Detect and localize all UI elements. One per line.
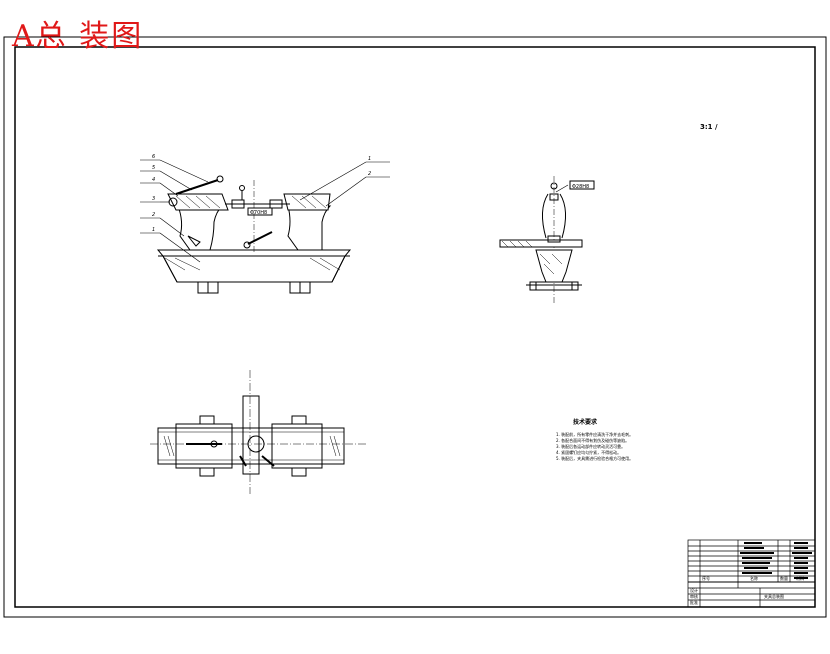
- svg-text:夹具总装图: 夹具总装图: [764, 593, 784, 599]
- leader-numbers-right: 1 2: [368, 156, 371, 177]
- svg-text:4. 紧固螺钉应均匀拧紧，不得松动。: 4. 紧固螺钉应均匀拧紧，不得松动。: [556, 449, 621, 455]
- title-block: [687, 539, 816, 608]
- inner-frame: [14, 46, 816, 608]
- title-block-text: 序号 名称 数量 材料 设计 审核 批准 夹具总装图: [690, 575, 804, 605]
- v-block-left: [177, 205, 224, 251]
- front-view: [156, 175, 352, 294]
- svg-text:2: 2: [152, 212, 155, 218]
- v-block-right: [287, 205, 332, 251]
- svg-text:审核: 审核: [690, 593, 698, 599]
- tolerance-box-right: [569, 180, 595, 190]
- tolerance-left: Φ70H8: [250, 210, 267, 216]
- svg-text:名称: 名称: [750, 575, 758, 581]
- svg-text:2. 各配合面间不得有划伤及碰伤等缺陷。: 2. 各配合面间不得有划伤及碰伤等缺陷。: [556, 437, 629, 443]
- leaders-right: [299, 161, 390, 207]
- top-block-left: [175, 423, 233, 469]
- side-view: [499, 176, 595, 305]
- svg-text:6: 6: [152, 154, 155, 160]
- svg-text:批准: 批准: [690, 599, 698, 605]
- svg-text:设计: 设计: [690, 587, 698, 593]
- svg-text:2: 2: [368, 171, 371, 177]
- svg-text:1: 1: [152, 227, 155, 233]
- clamp-right: [283, 193, 331, 211]
- top-vertical: [242, 395, 260, 475]
- tech-req-list: 1. 装配前，所有零件应清洗干净并去毛刺。 2. 各配合面间不得有划伤及碰伤等缺…: [556, 431, 633, 461]
- svg-text:材料: 材料: [796, 575, 804, 581]
- svg-text:序号: 序号: [702, 575, 710, 581]
- top-view: [150, 370, 368, 494]
- base-hatch: [164, 257, 341, 271]
- side-bar: [499, 239, 583, 248]
- svg-text:3: 3: [152, 196, 155, 202]
- base-plate: [156, 249, 352, 283]
- scale-note: 3:1 /: [700, 123, 718, 131]
- tolerance-box-left: [247, 207, 273, 216]
- lever-left: [175, 179, 219, 195]
- top-base: [157, 427, 345, 465]
- top-block-right: [271, 423, 323, 469]
- svg-text:5: 5: [152, 165, 155, 171]
- leaders-left: [140, 159, 209, 263]
- side-v-block: [535, 249, 573, 283]
- svg-text:4: 4: [152, 177, 155, 183]
- side-clamp-arms: [542, 193, 566, 239]
- clamp-left: [167, 193, 229, 211]
- svg-text:5. 装配后，夹具需进行检验合格方可使用。: 5. 装配后，夹具需进行检验合格方可使用。: [556, 455, 633, 461]
- svg-text:3. 装配后各运动部件应转动灵活可靠。: 3. 装配后各运动部件应转动灵活可靠。: [556, 443, 625, 449]
- tech-req-title: 技术要求: [573, 418, 598, 426]
- leader-numbers-left: 6 5 4 3 2 1: [152, 154, 155, 233]
- tolerance-right: Φ28H8: [572, 184, 589, 190]
- lever-right: [247, 231, 273, 245]
- page-title: A总 装图: [12, 19, 144, 54]
- svg-text:1. 装配前，所有零件应清洗干净并去毛刺。: 1. 装配前，所有零件应清洗干净并去毛刺。: [556, 431, 633, 437]
- outer-border: [3, 36, 827, 618]
- svg-text:数量: 数量: [780, 575, 788, 581]
- svg-text:1: 1: [368, 156, 371, 162]
